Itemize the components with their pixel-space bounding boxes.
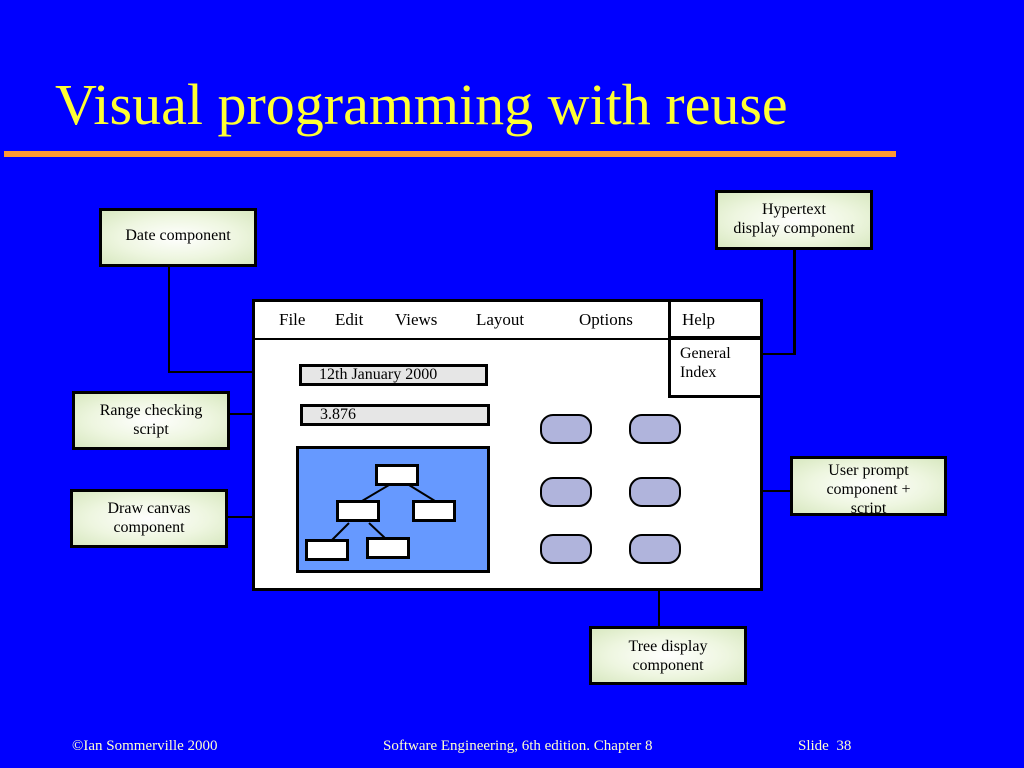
- callout-label: Range checking: [99, 402, 203, 419]
- button-2[interactable]: [629, 414, 681, 444]
- tree-edges: [330, 484, 436, 542]
- callout-label: script: [133, 421, 169, 438]
- callout-label: Hypertext: [762, 201, 826, 218]
- button-5[interactable]: [540, 534, 592, 564]
- callout-label: script: [850, 500, 887, 516]
- app-window-mockup: File Edit Views Layout Options Help Gene…: [252, 299, 763, 591]
- button-6[interactable]: [629, 534, 681, 564]
- date-field[interactable]: 12th January 2000: [299, 364, 488, 386]
- date-component-callout: Date component: [99, 208, 257, 267]
- menu-edit[interactable]: Edit: [335, 310, 364, 329]
- tree-node-root: [375, 464, 419, 486]
- footer-slide-number: Slide 38: [798, 738, 852, 754]
- connector-date-vertical: [168, 266, 170, 372]
- connector-date-horizontal: [168, 371, 300, 373]
- connector-hypertext-horizontal: [746, 353, 796, 355]
- callout-label: Tree display: [628, 638, 708, 655]
- tree-node: [366, 537, 410, 559]
- draw-canvas-callout: Draw canvas component: [70, 489, 228, 548]
- menu-views[interactable]: Views: [395, 310, 438, 329]
- callout-label: Draw canvas: [107, 500, 191, 517]
- draw-canvas[interactable]: [296, 446, 490, 573]
- tree-node: [412, 500, 456, 522]
- number-field[interactable]: 3.876: [300, 404, 490, 426]
- help-divider: [671, 336, 763, 338]
- tree-display-callout: Tree display component: [589, 626, 747, 685]
- menu-help[interactable]: Help: [682, 310, 716, 329]
- menu-layout[interactable]: Layout: [476, 310, 525, 329]
- button-4[interactable]: [629, 477, 681, 507]
- range-checking-callout: Range checking script: [72, 391, 230, 450]
- help-item-index[interactable]: Index: [680, 364, 717, 381]
- connector-hypertext-vertical: [793, 249, 796, 355]
- menu-options[interactable]: Options: [579, 310, 633, 329]
- title-underline: [4, 151, 896, 157]
- tree-node: [336, 500, 380, 522]
- callout-label: component: [113, 519, 185, 536]
- footer-book: Software Engineering, 6th edition. Chapt…: [383, 738, 653, 754]
- menu-file[interactable]: File: [279, 310, 306, 329]
- footer-copyright: ©Ian Sommerville 2000: [72, 738, 218, 754]
- connector-tree-display: [658, 564, 660, 627]
- slide-title: Visual programming with reuse: [55, 72, 788, 137]
- hypertext-component-callout: Hypertext display component: [715, 190, 873, 250]
- button-3[interactable]: [540, 477, 592, 507]
- callout-label: component +: [826, 481, 911, 498]
- button-1[interactable]: [540, 414, 592, 444]
- help-item-general[interactable]: General: [680, 345, 731, 362]
- tree-node: [305, 539, 349, 561]
- callout-label: component: [632, 657, 704, 674]
- user-prompt-callout: User prompt component + script: [790, 456, 947, 516]
- help-menu-dropdown: Help General Index: [668, 302, 763, 398]
- menu-bar: File Edit Views Layout Options: [255, 302, 760, 340]
- callout-label: User prompt: [828, 462, 909, 479]
- callout-label: display component: [733, 220, 855, 237]
- callout-label: Date component: [125, 227, 231, 244]
